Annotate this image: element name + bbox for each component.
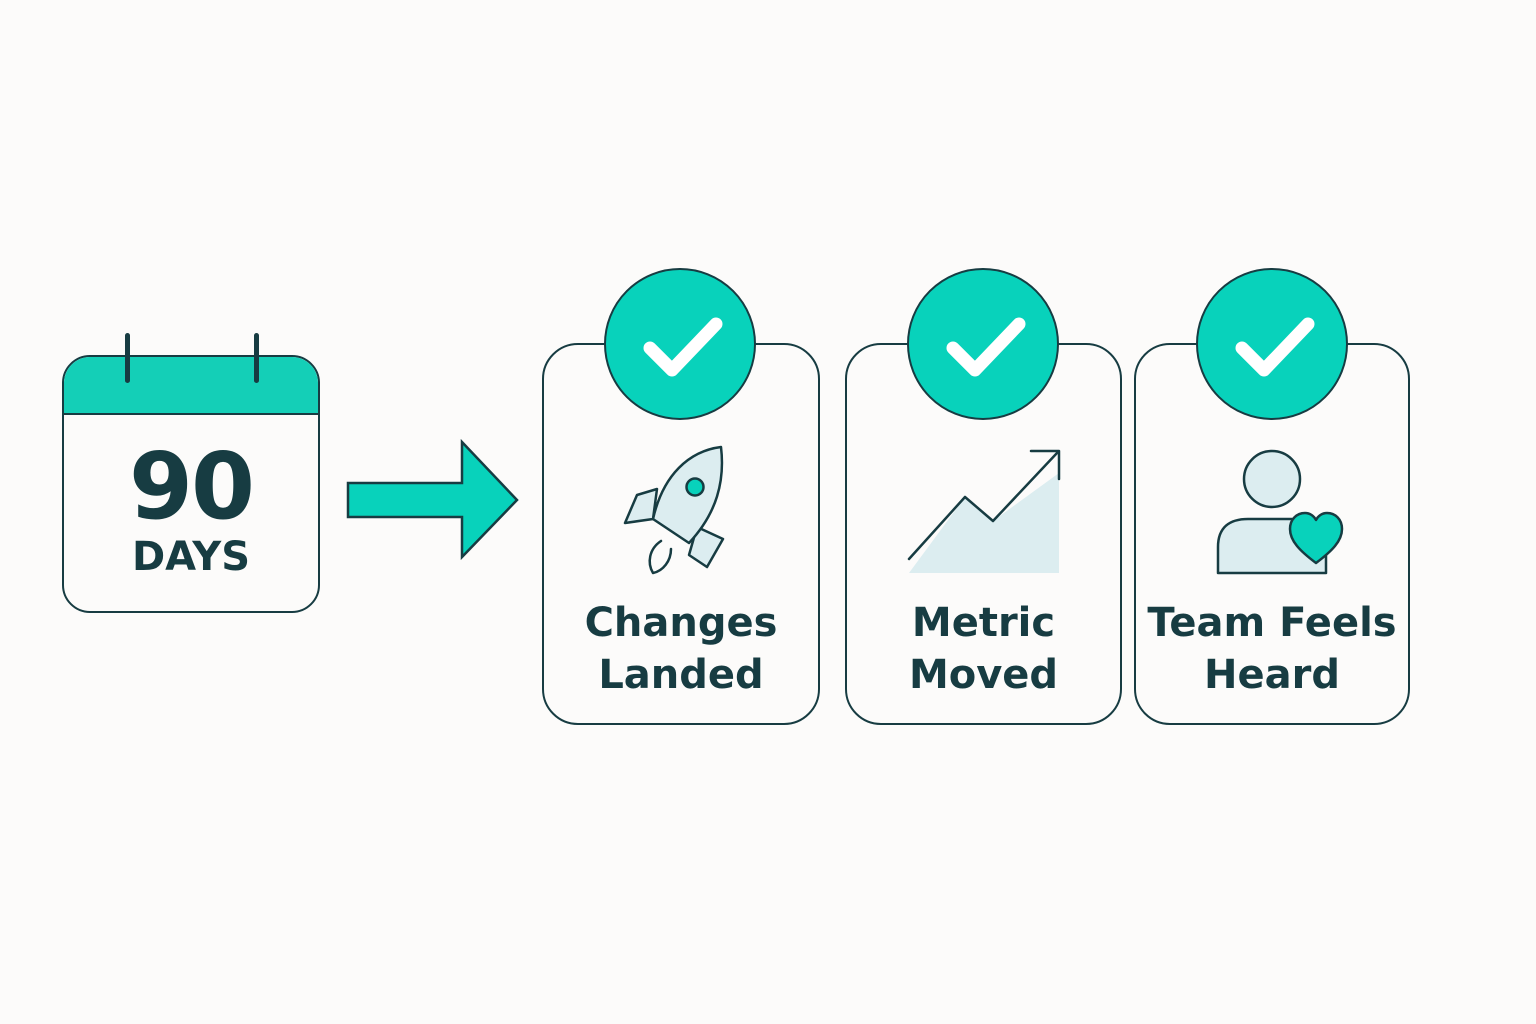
card-label: Team Feels Heard <box>1136 597 1408 701</box>
calendar-ring-left <box>125 333 130 383</box>
rocket-icon <box>623 445 725 575</box>
calendar-header <box>64 357 318 415</box>
check-icon <box>907 268 1059 420</box>
card-label-line-1: Changes <box>584 600 778 646</box>
trend-up-chart-icon <box>907 449 1061 573</box>
card-label: Metric Moved <box>847 597 1120 701</box>
check-icon <box>604 268 756 420</box>
days-count: 90 <box>128 433 255 540</box>
card-label: Changes Landed <box>544 597 818 701</box>
card-label-line-1: Metric <box>911 600 1056 646</box>
card-label-line-1: Team Feels <box>1147 600 1397 646</box>
calendar-icon: 90 DAYS <box>62 355 320 613</box>
person-heart-icon <box>1216 449 1344 575</box>
days-label: DAYS <box>131 534 251 580</box>
check-icon <box>1196 268 1348 420</box>
card-label-line-2: Heard <box>1204 652 1340 698</box>
card-label-line-2: Moved <box>908 652 1059 698</box>
card-label-line-2: Landed <box>598 652 764 698</box>
arrow-right-icon <box>346 438 519 561</box>
calendar-ring-right <box>254 333 259 383</box>
